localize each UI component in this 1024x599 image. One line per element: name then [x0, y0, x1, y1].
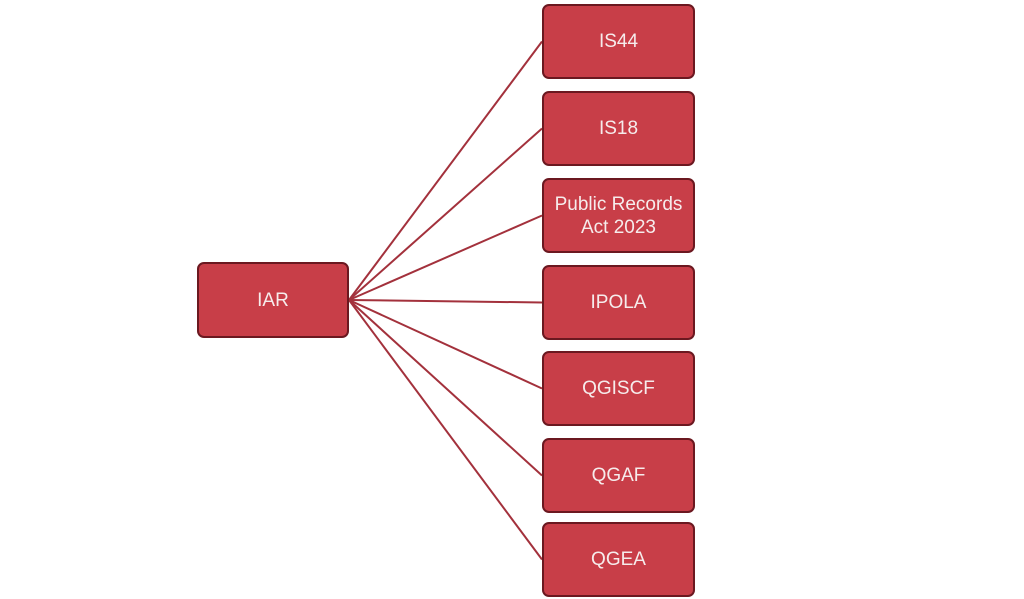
connector-line — [348, 127, 543, 301]
child-node-qgea[interactable]: QGEA — [542, 522, 695, 597]
child-node-label: QGISCF — [582, 378, 655, 399]
connector-line — [348, 40, 543, 301]
child-node-label: QGEA — [591, 549, 646, 570]
child-node-label: IS18 — [598, 118, 639, 139]
connector-line — [348, 299, 543, 561]
child-node-qgaf[interactable]: QGAF — [542, 438, 695, 513]
child-node-label: IS44 — [598, 31, 639, 52]
child-node-label: Public Records Act 2023 — [554, 193, 683, 238]
child-node-ipola[interactable]: IPOLA — [542, 265, 695, 340]
connector-line — [348, 299, 543, 390]
child-node-is44[interactable]: IS44 — [542, 4, 695, 79]
connector-line — [348, 299, 543, 477]
child-node-public-records-act[interactable]: Public Records Act 2023 — [542, 178, 695, 253]
child-node-qgiscf[interactable]: QGISCF — [542, 351, 695, 426]
child-node-label: IPOLA — [590, 292, 647, 313]
child-node-is18[interactable]: IS18 — [542, 91, 695, 166]
root-node-label: IAR — [257, 289, 289, 311]
connector-line — [348, 214, 543, 301]
child-node-label: QGAF — [591, 465, 646, 486]
connector-line — [348, 299, 543, 304]
root-node-iar[interactable]: IAR — [197, 262, 349, 338]
